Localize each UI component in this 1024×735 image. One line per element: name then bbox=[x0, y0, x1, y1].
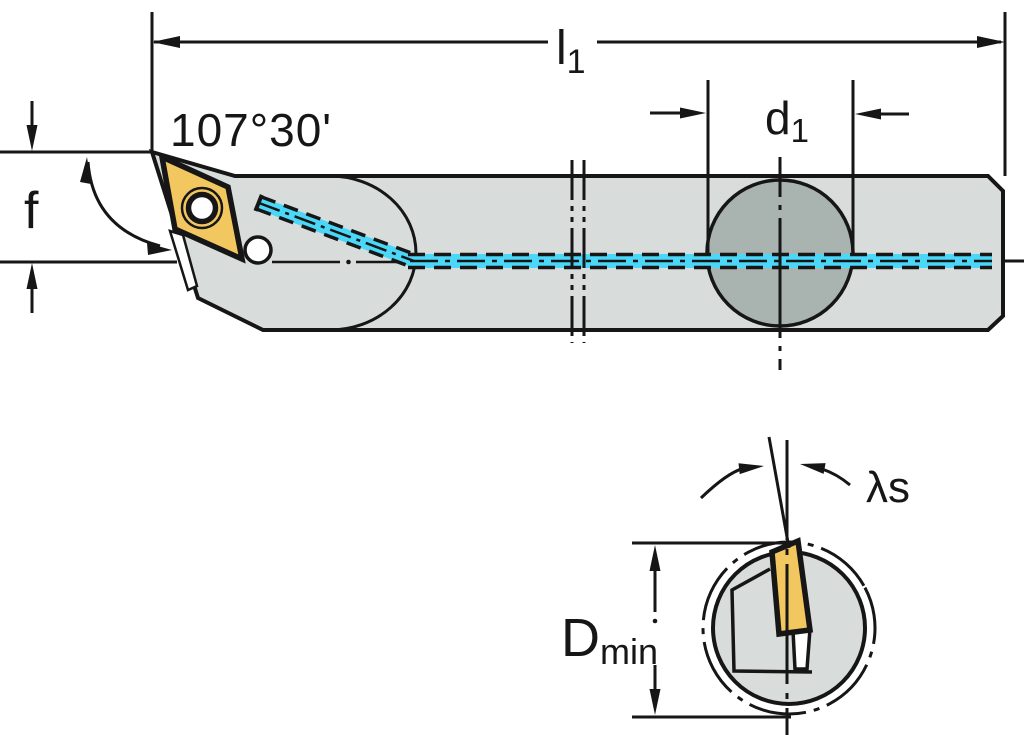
lambda-arc-left bbox=[699, 467, 744, 500]
l1-label: l1 bbox=[556, 22, 586, 81]
d1-arrow-left bbox=[680, 107, 706, 119]
end-view: λs Dmin bbox=[561, 436, 910, 735]
lambda-label: λs bbox=[866, 463, 910, 512]
l1-label-sub: 1 bbox=[567, 43, 586, 81]
d1-label: d1 bbox=[765, 92, 809, 149]
dmin-bore-circle bbox=[701, 540, 877, 716]
lambda-arc-right bbox=[821, 467, 851, 487]
f-arrow-bottom bbox=[26, 263, 38, 289]
angle-arc-arrow-top bbox=[80, 157, 91, 184]
insert-hole-outer-ring bbox=[180, 186, 224, 230]
coolant-centerline-diagonal bbox=[258, 201, 415, 263]
dmin-label-main: D bbox=[561, 608, 600, 668]
dmin-arrow-top bbox=[649, 545, 661, 571]
coolant-entry-cap bbox=[253, 194, 264, 212]
dmin-arrow-bottom bbox=[649, 689, 661, 715]
dmin-label-sub: min bbox=[600, 631, 658, 672]
angle-label: 107°30' bbox=[170, 104, 332, 156]
l1-arrow-right bbox=[977, 36, 1005, 48]
coolant-dash-top-diagonal bbox=[260, 195, 417, 257]
axis-centerline-dot bbox=[346, 259, 351, 265]
d1-label-sub: 1 bbox=[791, 112, 809, 149]
dmin-dim-dot bbox=[652, 618, 658, 624]
side-view: f l1 107°30' d1 bbox=[0, 12, 1024, 370]
coolant-dash-bottom-diagonal bbox=[256, 207, 413, 269]
clamp-piece bbox=[791, 627, 812, 671]
pocket-cut-lines bbox=[730, 567, 813, 674]
insert-hole bbox=[185, 191, 219, 225]
clamp-bump bbox=[243, 235, 273, 265]
bar-body-outline bbox=[148, 149, 1005, 332]
lambda-arrow-right bbox=[800, 463, 826, 474]
dmin-label: Dmin bbox=[561, 608, 658, 672]
d1-label-main: d bbox=[765, 92, 791, 144]
angle-arc bbox=[86, 161, 161, 248]
l1-arrow-left bbox=[152, 36, 180, 48]
angle-arc-arrow-end bbox=[147, 243, 172, 255]
f-arrow-top bbox=[26, 125, 38, 151]
lambda-arrow-left bbox=[738, 463, 764, 475]
d1-arrow-right bbox=[855, 108, 881, 120]
l1-label-main: l bbox=[556, 22, 567, 75]
inclination-line bbox=[767, 436, 791, 549]
f-label: f bbox=[24, 182, 39, 240]
insert-seat-gap bbox=[168, 229, 199, 292]
